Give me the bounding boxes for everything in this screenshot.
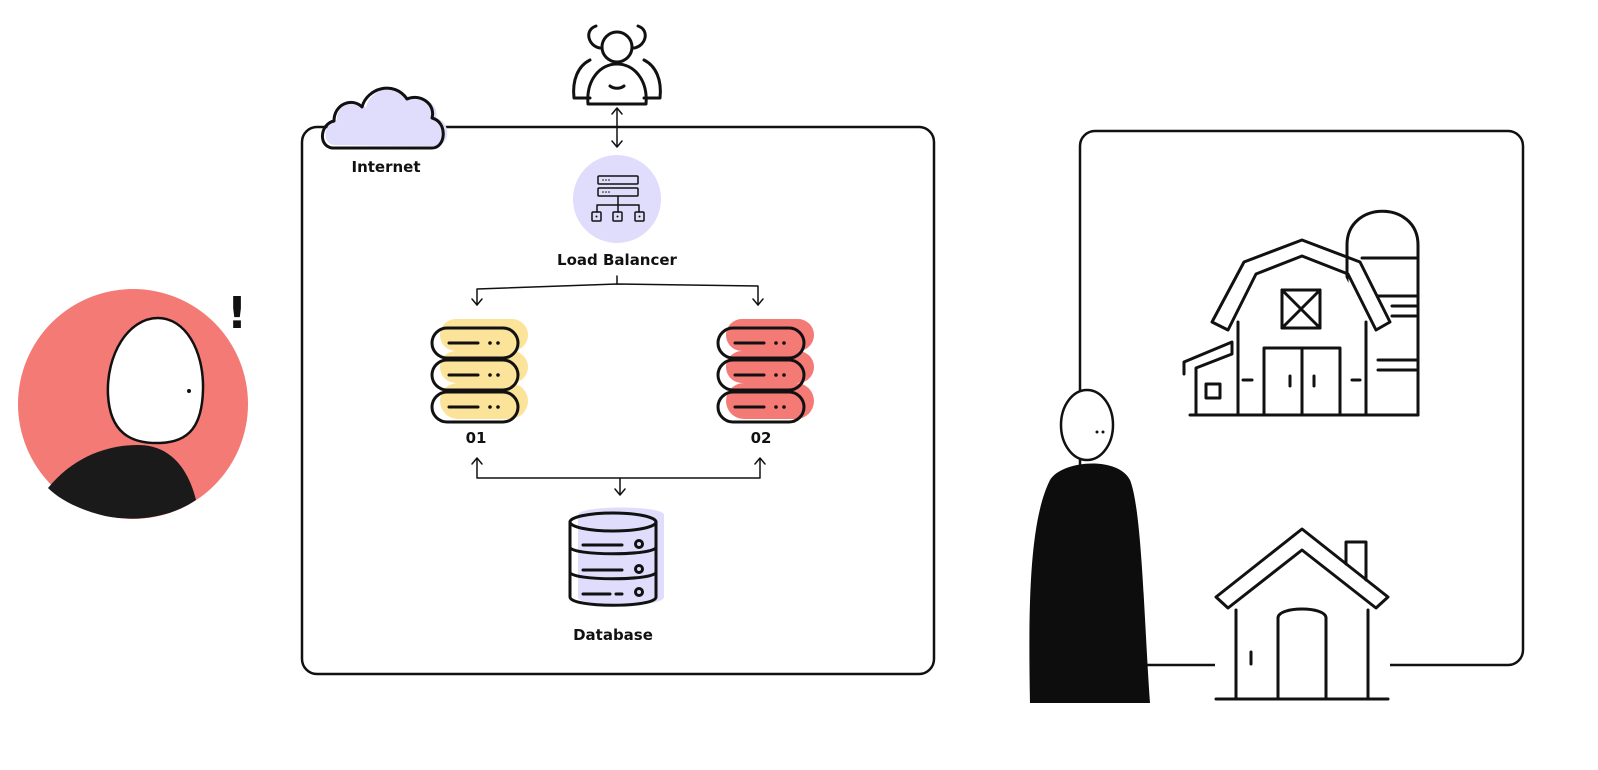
person-illustration [1029, 388, 1150, 703]
internet-panel [300, 125, 936, 676]
load-balancer-label: Load Balancer [557, 251, 678, 269]
connector-users-lb [611, 107, 623, 148]
cloud-icon [321, 86, 448, 150]
server-01-label: 01 [466, 429, 487, 447]
avatar [18, 289, 248, 519]
load-balancer-icon [573, 155, 661, 243]
database-icon [568, 507, 664, 607]
alert-mark: ! [227, 288, 247, 339]
house-icon [1214, 527, 1390, 701]
database-label: Database [573, 626, 653, 644]
server-stack-01 [430, 319, 528, 424]
connector-lb-servers [471, 275, 764, 306]
barn-icon [1182, 209, 1420, 417]
server-02-label: 02 [751, 429, 772, 447]
connector-servers-db [471, 457, 766, 496]
server-stack-02 [716, 319, 814, 424]
users-icon [572, 24, 662, 106]
cloud-label: Internet [351, 158, 420, 176]
